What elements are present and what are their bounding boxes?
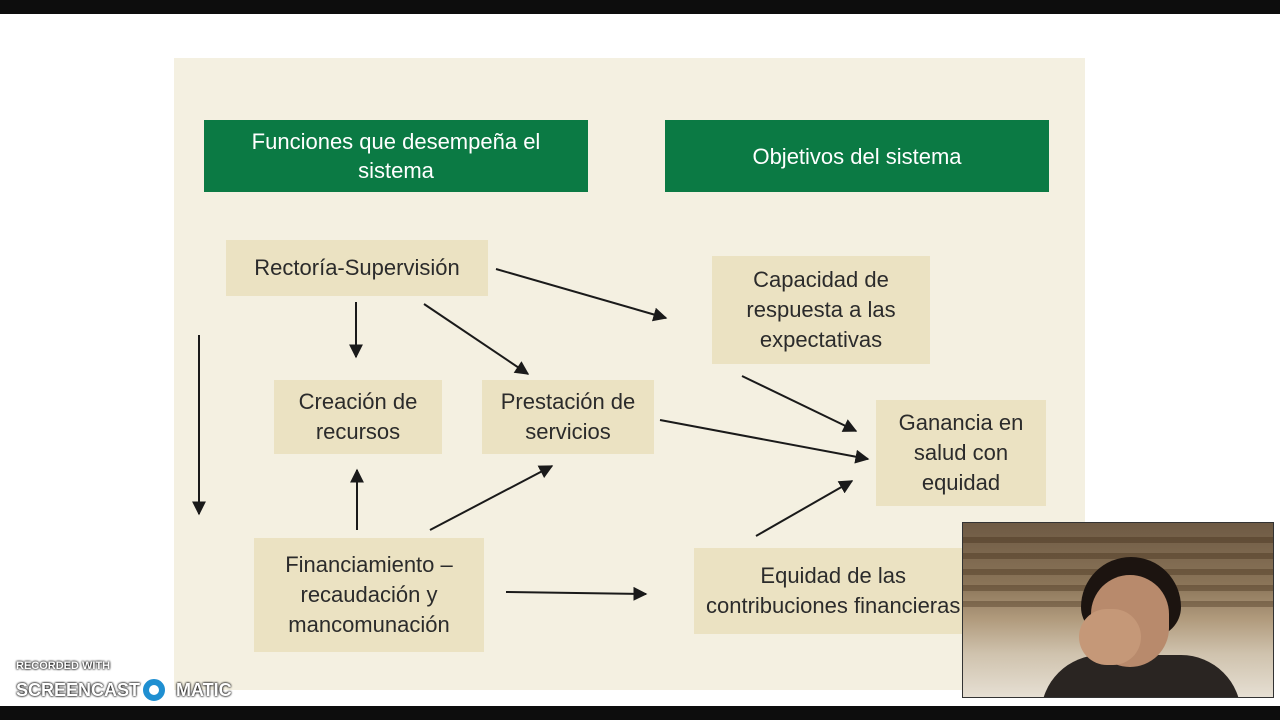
node-rectoria-supervision: Rectoría-Supervisión (226, 240, 488, 296)
arrow-financiamiento-to-equidad (505, 586, 648, 601)
arrow-financiamiento-to-prestacion (429, 465, 554, 531)
watermark-brand-right: MATIC (176, 680, 232, 700)
node-capacidad-de-respuesta: Capacidad de respuesta a las expectativa… (712, 256, 930, 364)
arrow-equidad-to-ganancia (755, 480, 854, 537)
watermark-recorded-with: RECORDED WITH (16, 660, 111, 672)
bottom-letterbox-bar (0, 706, 1280, 720)
arrow-rectoria-to-capacidad (495, 268, 668, 322)
arrow-capacidad-to-ganancia (741, 375, 858, 432)
node-creacion-de-recursos: Creación de recursos (274, 380, 442, 454)
webcam-person-hand (1079, 609, 1141, 665)
node-financiamiento: Financiamiento – recaudación y mancomuna… (254, 538, 484, 652)
header-functions: Funciones que desempeña el sistema (204, 120, 588, 192)
node-equidad-contribuciones: Equidad de las contribuciones financiera… (694, 548, 994, 634)
webcam-overlay (962, 522, 1274, 698)
screencast-logo-icon (140, 676, 168, 704)
arrow-rectoria-to-prestacion (423, 303, 530, 375)
node-ganancia-en-salud: Ganancia en salud con equidad (876, 400, 1046, 506)
node-prestacion-de-servicios: Prestación de servicios (482, 380, 654, 454)
arrow-prestacion-to-ganancia (659, 419, 870, 464)
header-objectives: Objetivos del sistema (665, 120, 1049, 192)
top-letterbox-bar (0, 0, 1280, 14)
watermark-brand-left: SCREENCAST (16, 680, 141, 700)
